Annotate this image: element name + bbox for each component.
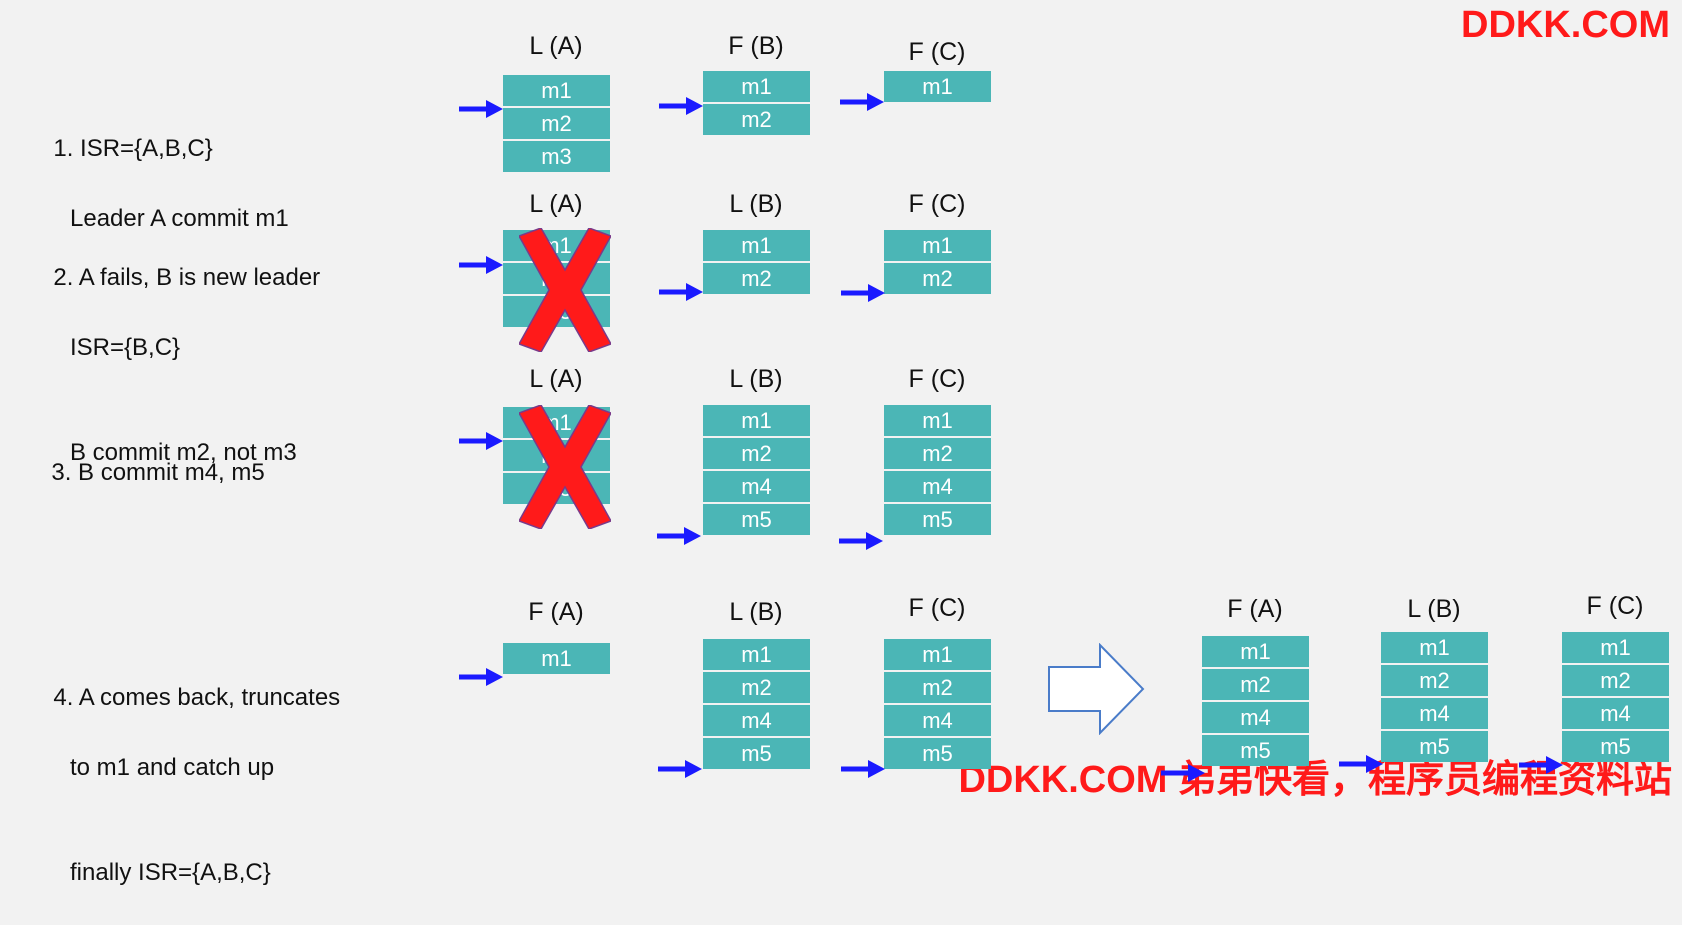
row-2-replica-1-pointer-arrow-icon (459, 256, 503, 274)
row-4-result-replica-2-pointer-arrow-icon (1339, 755, 1383, 773)
row-4-replica-2-header: L (B) (729, 598, 783, 626)
row-4-result-replica-1-pointer-arrow-icon (1161, 764, 1205, 782)
step-1-text: 1. ISR={A,B,C} Leader A commit m1 (40, 96, 289, 271)
message-cell-m1: m1 (503, 643, 610, 674)
message-cell-m1: m1 (884, 405, 991, 436)
message-cell-m4: m4 (884, 705, 991, 736)
row-4-replica-1-pointer-arrow-icon (459, 668, 503, 686)
row-3-replica-3-pointer-arrow-icon (839, 532, 883, 550)
row-1-replica-2-pointer-arrow-icon (659, 97, 703, 115)
row-4-result-replica-3-pointer-arrow-icon (1519, 756, 1563, 774)
message-cell-m2: m2 (703, 438, 810, 469)
row-2-replica-3-header: F (C) (908, 190, 966, 218)
row-3-replica-1-failure-x-icon (519, 405, 611, 529)
message-cell-m2: m2 (703, 104, 810, 135)
step-1-line-1: 1. ISR={A,B,C} (53, 135, 213, 162)
step-2-line-3: B commit m2, not m3 (70, 439, 297, 466)
message-cell-m2: m2 (503, 108, 610, 139)
row-4-result-replica-1-header: F (A) (1227, 595, 1283, 623)
transition-arrow-icon (1048, 643, 1145, 735)
message-cell-m2: m2 (1202, 669, 1309, 700)
message-cell-m2: m2 (884, 438, 991, 469)
step-2-line-2: ISR={B,C} (70, 334, 181, 361)
message-cell-m2: m2 (1381, 665, 1488, 696)
step-4-line-3: finally ISR={A,B,C} (70, 859, 271, 886)
watermark-top: DDKK.COM (1461, 4, 1670, 46)
row-2-replica-2-header: L (B) (729, 190, 783, 218)
message-cell-m4: m4 (703, 471, 810, 502)
message-cell-m2: m2 (884, 672, 991, 703)
message-cell-m5: m5 (1381, 731, 1488, 762)
step-4-line-1: 4. A comes back, truncates (53, 684, 341, 711)
row-1-replica-1-header: L (A) (529, 32, 583, 60)
row-1-replica-3-pointer-arrow-icon (840, 93, 884, 111)
step-1-line-2: Leader A commit m1 (70, 205, 289, 232)
message-cell-m5: m5 (703, 738, 810, 769)
message-cell-m1: m1 (884, 71, 991, 102)
message-cell-m1: m1 (703, 639, 810, 670)
message-cell-m1: m1 (884, 230, 991, 261)
message-cell-m1: m1 (884, 639, 991, 670)
message-cell-m1: m1 (703, 405, 810, 436)
step-2-line-1: 2. A fails, B is new leader (53, 264, 321, 291)
row-3-replica-1-pointer-arrow-icon (459, 432, 503, 450)
message-cell-m5: m5 (1562, 731, 1669, 762)
row-4-replica-3-header: F (C) (908, 594, 966, 622)
row-3-replica-2-header: L (B) (729, 365, 783, 393)
message-cell-m2: m2 (703, 672, 810, 703)
row-4-replica-3-pointer-arrow-icon (841, 760, 885, 778)
message-cell-m1: m1 (703, 230, 810, 261)
row-4-replica-1-header: F (A) (528, 598, 584, 626)
message-cell-m1: m1 (503, 75, 610, 106)
step-4-text: 4. A comes back, truncates to m1 and cat… (40, 645, 340, 925)
message-cell-m5: m5 (1202, 735, 1309, 766)
row-1-replica-3-header: F (C) (908, 38, 966, 66)
message-cell-m2: m2 (1562, 665, 1669, 696)
row-4-replica-1-log: m1 (503, 643, 610, 676)
message-cell-m1: m1 (1202, 636, 1309, 667)
message-cell-m4: m4 (884, 471, 991, 502)
row-2-replica-1-header: L (A) (529, 190, 583, 218)
message-cell-m3: m3 (503, 141, 610, 172)
row-1-replica-3-log: m1 (884, 71, 991, 104)
message-cell-m2: m2 (884, 263, 991, 294)
row-3-replica-2-pointer-arrow-icon (657, 527, 701, 545)
step-3-line-1: 3. B commit m4, m5 (51, 459, 265, 486)
row-1-replica-1-pointer-arrow-icon (459, 100, 503, 118)
step-4-line-2: to m1 and catch up (70, 754, 275, 781)
step-2-text: 2. A fails, B is new leader ISR={B,C} B … (40, 225, 320, 505)
row-4-result-replica-2-header: L (B) (1407, 595, 1461, 623)
row-3-replica-1-header: L (A) (529, 365, 583, 393)
message-cell-m5: m5 (884, 504, 991, 535)
message-cell-m1: m1 (1381, 632, 1488, 663)
message-cell-m4: m4 (703, 705, 810, 736)
message-cell-m5: m5 (703, 504, 810, 535)
message-cell-m1: m1 (1562, 632, 1669, 663)
row-4-replica-2-pointer-arrow-icon (658, 760, 702, 778)
row-2-replica-3-pointer-arrow-icon (841, 284, 885, 302)
message-cell-m4: m4 (1562, 698, 1669, 729)
row-2-replica-1-failure-x-icon (519, 228, 611, 352)
row-2-replica-2-pointer-arrow-icon (659, 283, 703, 301)
message-cell-m1: m1 (703, 71, 810, 102)
message-cell-m4: m4 (1202, 702, 1309, 733)
message-cell-m4: m4 (1381, 698, 1488, 729)
row-1-replica-2-header: F (B) (728, 32, 784, 60)
row-3-replica-3-header: F (C) (908, 365, 966, 393)
message-cell-m2: m2 (703, 263, 810, 294)
step-3-text: 3. B commit m4, m5 (38, 420, 265, 490)
row-4-result-replica-3-header: F (C) (1586, 592, 1644, 620)
message-cell-m5: m5 (884, 738, 991, 769)
